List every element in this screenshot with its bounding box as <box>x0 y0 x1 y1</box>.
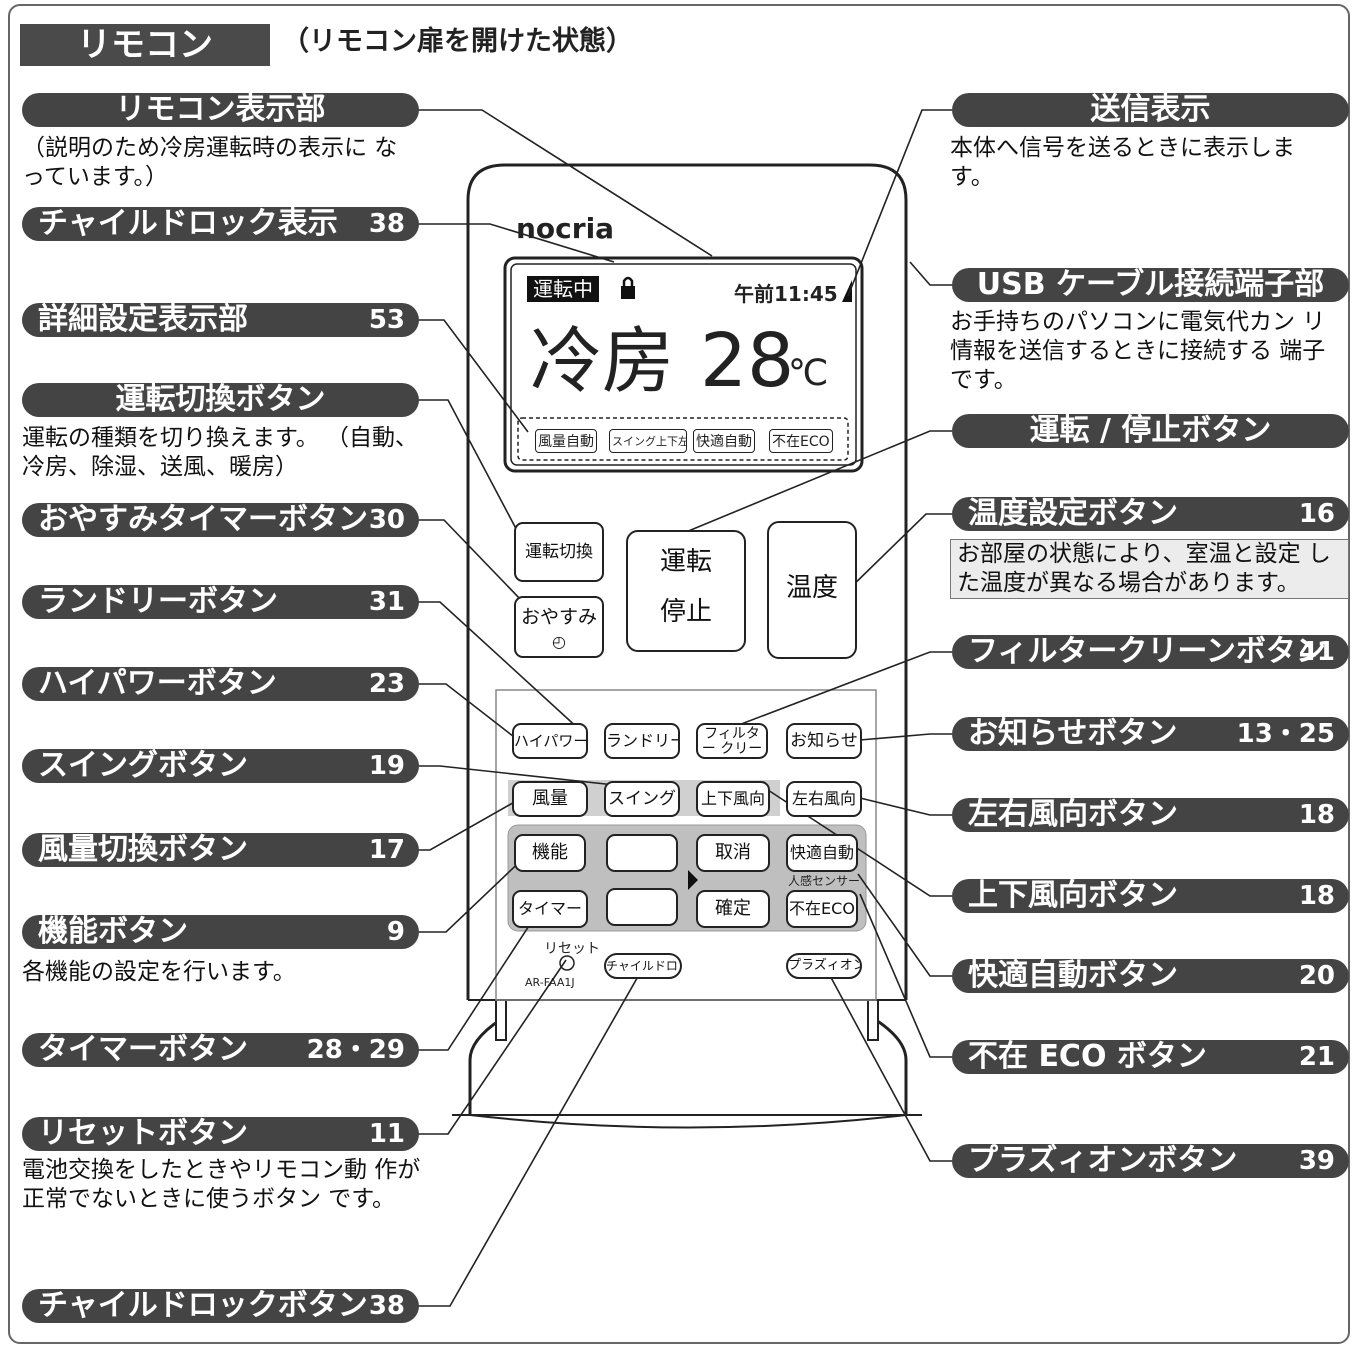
function-area <box>508 825 866 931</box>
run-label: 運転 <box>659 547 712 577</box>
sensor-label: 人感センサー <box>788 874 861 888</box>
label-childlock-display: チャイルドロック表示 38 <box>22 207 419 241</box>
fan-button[interactable]: 風量 <box>512 781 588 817</box>
temp-button[interactable]: 温度 <box>767 521 857 659</box>
lcd-inner <box>510 263 857 466</box>
up-button[interactable] <box>606 834 678 872</box>
remote-lid-curve <box>469 1114 907 1129</box>
label-timer: タイマーボタン 28・29 <box>22 1033 419 1067</box>
desc-usb: お手持ちのパソコンに電気代カン リ情報を送信するときに接続する 端子です。 <box>950 309 1326 393</box>
label-notice: お知らせボタン 13・25 <box>952 717 1349 751</box>
label-fan: 風量切換ボタン 17 <box>22 833 419 867</box>
label-sleep-timer: おやすみタイマーボタン 30 <box>22 503 419 537</box>
desc-temp: お部屋の状態により、室温と設定 した温度が異なる場合があります。 <box>950 539 1349 599</box>
comfort-auto-button[interactable]: 快適自動 <box>786 834 858 872</box>
swing-button[interactable]: スイング <box>604 781 680 817</box>
updown-button[interactable]: 上下風向 <box>696 781 770 817</box>
label-temp: 温度設定ボタン 16 <box>952 497 1349 531</box>
cancel-button[interactable]: 取消 <box>696 834 770 872</box>
brand-logo: nocria <box>516 212 615 245</box>
laundry-button[interactable]: ランドリー <box>604 723 680 759</box>
down-button[interactable] <box>606 888 678 926</box>
hinge-left <box>495 999 507 1041</box>
label-transmit: 送信表示 <box>952 93 1349 127</box>
hinge-right <box>867 999 879 1041</box>
mode-display: 冷房 <box>530 319 675 403</box>
page-title-note: （リモコン扉を開けた状態） <box>282 26 633 57</box>
indicator-eco: 不在ECO <box>769 429 833 453</box>
sleep-button[interactable]: おやすみ ◴ <box>514 596 604 658</box>
label-usb: USB ケーブル接続端子部 <box>952 268 1349 302</box>
remote-lid-side <box>468 1000 908 1115</box>
temp-display: 28 <box>700 318 795 404</box>
label-absence-eco: 不在 ECO ボタン 21 <box>952 1040 1349 1074</box>
absence-eco-button[interactable]: 不在ECO <box>786 890 858 928</box>
label-mode-switch: 運転切換ボタン <box>22 383 419 417</box>
model-number: AR-FAA1J <box>525 976 575 989</box>
lock-icon <box>621 276 635 299</box>
label-function: 機能ボタン 9 <box>22 915 419 949</box>
indicator-comfort: 快適自動 <box>693 429 755 453</box>
leftright-button[interactable]: 左右風向 <box>786 781 862 817</box>
status-badge: 運転中 <box>527 276 599 302</box>
label-filter-clean: フィルタークリーンボタン 41 <box>952 635 1349 669</box>
label-updown: 上下風向ボタン 18 <box>952 879 1349 913</box>
temp-label: 温度 <box>785 573 838 603</box>
desc-mode-switch: 運転の種類を切り換えます。 （自動、冷房、除湿、送風、暖房） <box>22 425 419 480</box>
label-comfort-auto: 快適自動ボタン 20 <box>952 959 1349 993</box>
desc-transmit: 本体へ信号を送るときに表示しま す。 <box>950 135 1295 190</box>
clock-display: 午前11:45 <box>734 282 838 306</box>
label-run-stop: 運転 / 停止ボタン <box>952 414 1349 448</box>
timer-button[interactable]: タイマー <box>512 890 588 928</box>
label-hipower: ハイパワーボタン 23 <box>22 667 419 701</box>
indicator-swing: スイング上下左右 <box>609 429 687 453</box>
function-area-border <box>507 824 867 932</box>
clock-icon: ◴ <box>552 632 566 651</box>
desc-display-area: （説明のため冷房運転時の表示に なっています。） <box>22 135 398 190</box>
lower-panel <box>495 689 877 1001</box>
label-swing: スイングボタン 19 <box>22 749 419 783</box>
confirm-button[interactable]: 確定 <box>696 890 770 928</box>
mode-switch-button[interactable]: 運転切換 <box>514 522 604 582</box>
temp-unit: ℃ <box>788 353 829 394</box>
leader-lines <box>418 109 952 1307</box>
page-frame <box>8 4 1350 1344</box>
childlock-button[interactable]: チャイルドロック <box>604 953 682 979</box>
run-stop-button[interactable]: 運転 停止 <box>626 530 746 652</box>
filter-clean-button[interactable]: フィルター クリーン <box>696 723 768 759</box>
desc-reset: 電池交換をしたときやリモコン動 作が正常でないときに使うボタン です。 <box>22 1157 421 1212</box>
notice-button[interactable]: お知らせ <box>786 723 862 759</box>
label-laundry: ランドリーボタン 31 <box>22 585 419 619</box>
desc-function: 各機能の設定を行います。 <box>22 959 296 985</box>
page-title: リモコン <box>20 24 270 66</box>
label-plasion: プラズィオンボタン 39 <box>952 1144 1349 1178</box>
hipower-button[interactable]: ハイパワー <box>512 723 588 759</box>
label-childlock-button: チャイルドロックボタン 38 <box>22 1289 419 1323</box>
detail-area <box>517 417 849 461</box>
transmit-icon <box>842 280 852 302</box>
enter-arrow-icon <box>688 870 698 890</box>
sleep-label: おやすみ <box>520 606 597 628</box>
label-leftright: 左右風向ボタン 18 <box>952 798 1349 832</box>
function-button[interactable]: 機能 <box>514 834 586 872</box>
label-display-area: リモコン表示部 <box>22 93 419 127</box>
reset-label: リセット <box>544 941 600 957</box>
reset-pinhole <box>559 955 575 971</box>
label-detail-display: 詳細設定表示部 53 <box>22 303 419 337</box>
label-reset: リセットボタン 11 <box>22 1117 419 1151</box>
stop-label: 停止 <box>659 597 712 627</box>
plasion-button[interactable]: プラズィオン <box>786 953 862 979</box>
indicator-fan-auto: 風量自動 <box>535 429 597 453</box>
